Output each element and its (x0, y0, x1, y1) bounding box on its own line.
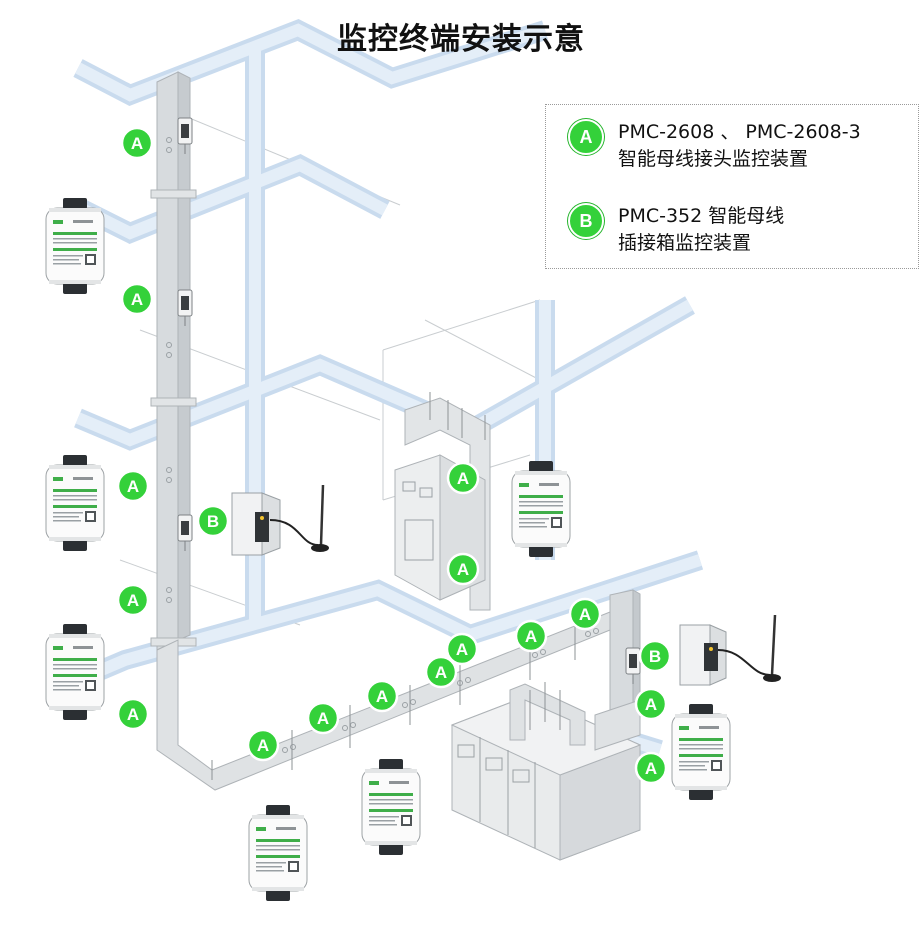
svg-text:A: A (127, 477, 139, 496)
legend-text-b: PMC-352 智能母线 插接箱监控装置 (618, 203, 784, 257)
legend-marker-b: B (568, 203, 604, 239)
legend-item-a: A PMC-2608 、 PMC-2608-3 智能母线接头监控装置 (568, 119, 861, 173)
svg-text:A: A (127, 591, 139, 610)
svg-text:B: B (207, 512, 219, 531)
legend-marker-a: A (568, 119, 604, 155)
svg-text:A: A (645, 695, 657, 714)
marker-a-13: A (514, 619, 548, 653)
marker-a-16: A (634, 751, 668, 785)
legend-a-line-1: PMC-2608 、 PMC-2608-3 (618, 121, 861, 143)
marker-a-5: A (116, 697, 150, 731)
legend-item-b: B PMC-352 智能母线 插接箱监控装置 (568, 203, 784, 257)
marker-a-3: A (116, 469, 150, 503)
svg-text:A: A (645, 759, 657, 778)
marker-b-1: B (196, 504, 230, 538)
svg-text:A: A (457, 560, 469, 579)
legend-b-line-1: PMC-352 智能母线 (618, 205, 785, 227)
svg-text:A: A (457, 469, 469, 488)
marker-a-15: A (634, 687, 668, 721)
legend-box: A PMC-2608 、 PMC-2608-3 智能母线接头监控装置 B PMC… (545, 104, 919, 269)
marker-a-6: A (446, 461, 480, 495)
svg-text:A: A (525, 627, 537, 646)
marker-a-8: A (246, 728, 280, 762)
marker-a-9: A (306, 701, 340, 735)
plug-in-box-monitor-2 (679, 614, 781, 686)
svg-text:A: A (435, 663, 447, 682)
svg-text:A: A (131, 290, 143, 309)
svg-text:B: B (649, 647, 661, 666)
riser-busbar (150, 71, 197, 651)
marker-a-11: A (424, 655, 458, 689)
svg-text:A: A (376, 687, 388, 706)
marker-a-1: A (120, 126, 154, 160)
marker-b-2: B (638, 639, 672, 673)
legend-a-line-2: 智能母线接头监控装置 (618, 148, 809, 170)
svg-text:A: A (317, 709, 329, 728)
page-title: 监控终端安装示意 (337, 22, 585, 57)
legend-b-line-2: 插接箱监控装置 (618, 232, 752, 254)
svg-text:A: A (131, 134, 143, 153)
marker-a-7: A (446, 552, 480, 586)
legend-text-a: PMC-2608 、 PMC-2608-3 智能母线接头监控装置 (618, 119, 861, 173)
plug-in-box-monitor-1 (231, 484, 329, 556)
svg-text:A: A (127, 705, 139, 724)
marker-a-14: A (568, 597, 602, 631)
horizontal-busbar (156, 589, 641, 791)
marker-a-10: A (365, 679, 399, 713)
svg-text:A: A (579, 605, 591, 624)
svg-text:A: A (257, 736, 269, 755)
marker-a-2: A (120, 282, 154, 316)
lower-switchgear (450, 682, 642, 861)
marker-a-12: A (445, 632, 479, 666)
marker-a-4: A (116, 583, 150, 617)
svg-text:A: A (456, 640, 468, 659)
